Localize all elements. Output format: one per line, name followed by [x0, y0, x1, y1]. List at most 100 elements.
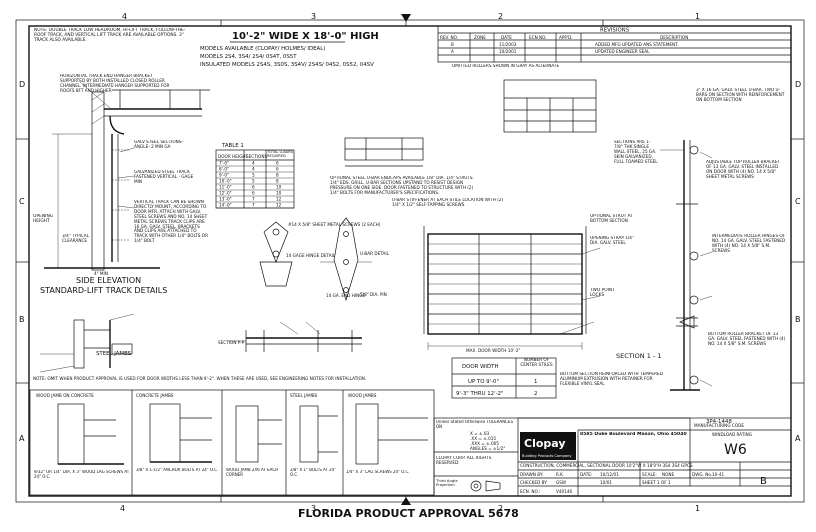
- table1-cell: 10'-0": [219, 179, 232, 184]
- center-stiles-table: DOOR WIDTH NUMBER OF CENTER STILES UP TO…: [451, 357, 557, 399]
- table1-cell: 10: [276, 191, 282, 196]
- table1-cell: 6: [276, 161, 279, 166]
- table1-cell: 6: [252, 185, 255, 190]
- u-bar-side-box: 3" X 16 GA. GALV. STEEL U-BAR. TWO U-BAR…: [696, 88, 785, 102]
- drawing-title: WINDLOAD RATING: [712, 432, 752, 437]
- revision-letter: B: [760, 476, 767, 487]
- tolerances-title-box: Unless Stated Otherwise TOLERANCES ON: [436, 420, 513, 429]
- zone-label-bottom-2: 2: [498, 504, 503, 513]
- scale-label: SCALE:: [642, 472, 657, 477]
- bottom-roller-note: BOTTOM ROLLER BRACKET OF 13 GA. GALV. ST…: [708, 332, 786, 346]
- u-bar-detail-label: U-BAR DETAIL: [360, 251, 390, 256]
- rev-row-1-date: 11/2003: [499, 42, 517, 47]
- galv-track-note: GALVANIZED STEEL TRACK FASTENED VERTICAL…: [134, 170, 194, 184]
- inner-border: [28, 25, 792, 497]
- rev-row-2-date: 10/2001: [499, 49, 517, 54]
- third-angle-box: Third Angle Projection: [436, 479, 458, 487]
- intermediate-hinge-box: INTERMEDIATE ROLLER HINGES OF NO. 14 GA.…: [712, 234, 785, 253]
- rev-header-zone: ZONE: [474, 35, 486, 40]
- zone-label-right-B: B: [795, 315, 801, 324]
- galv-note: GALV STEEL SECTIONS-ANGLE- 2 MIN GA: [134, 140, 183, 149]
- u-bar-note-box: OPTIONAL STEEL U-BAR ENDCAPS AVAILABLE 1…: [330, 176, 474, 195]
- typical-clearance-label: 3/4" TYPICAL CLEARANCE: [62, 234, 89, 243]
- table1-header-sections: SECTIONS: [246, 154, 267, 159]
- bottom-seal-box: BOTTOM SECTION REINFORCED WITH TEMPERED …: [560, 372, 663, 386]
- jamb-panel-5-note-box: 1/4" X 3" LAG SCREWS 24" O.C.: [346, 470, 410, 474]
- steel-jamb-detail: [39, 313, 135, 373]
- left-zone-markers: D C B A: [16, 80, 29, 443]
- company-logo: Clopay: [524, 437, 566, 450]
- end-hinge-label: 14 GA. END HINGE: [326, 293, 365, 298]
- jamb-panel-2-title: CONCRETE JAMBS: [136, 393, 174, 398]
- stiles-header-number: NUMBER OF CENTER STILES: [520, 358, 553, 367]
- checked-by-label: CHECKED BY:: [520, 480, 548, 485]
- zone-label-left-D: D: [19, 80, 25, 89]
- opening-strap-note: OPENING STRAP 1/4" DIA. GALV. STEEL: [590, 236, 634, 245]
- steel-jambs-label: STEEL JAMBS: [96, 351, 132, 357]
- rev-row-1-desc: ADDED MFG UPDATED ANS STATEMENT.: [595, 42, 679, 47]
- ecn-number: V40146: [556, 489, 573, 494]
- table1-cell: 9'-0": [219, 173, 229, 178]
- tolerance-4: ANGLES = ±1/2°: [470, 446, 505, 451]
- hinge-details: [259, 217, 372, 302]
- pin-label: 5/8" DIA. PIN: [360, 292, 387, 297]
- table1-header-height: DOOR HEIGHT: [218, 154, 248, 159]
- table1-cell: 7'-0": [219, 161, 229, 166]
- rev-header-description: DESCRIPTION: [660, 35, 688, 40]
- zone-label-top-4: 4: [122, 12, 127, 21]
- center-note-grid: [503, 79, 597, 133]
- top-note: NOTE: DOUBLE TRACK LOW HEADROOM, HI-LIFT…: [34, 28, 186, 43]
- table1-cell: 8: [276, 179, 279, 184]
- copyright-note: CLOPAY CORP. ALL RIGHTS RESERVED.: [436, 456, 492, 465]
- center-mark-top: [401, 14, 411, 22]
- u-bar-side-note: 3" X 16 GA. GALV. STEEL U-BAR. TWO U-BAR…: [696, 88, 785, 102]
- two-point-locks-box: TWO POINT LOCKS: [590, 288, 615, 298]
- zone-label-bottom-3: 3: [311, 504, 316, 513]
- table1-cell: 11'-0": [219, 185, 232, 190]
- table1-cell: 14'-0": [219, 203, 232, 208]
- address-box: 8585 Duke Boulevard Mason, Ohio 45040: [580, 432, 687, 437]
- jamb-panel-3-note-box: WOOD JAMB 2X6 AT EACH CORNER: [226, 468, 278, 477]
- table1-cell: 7: [252, 197, 255, 202]
- bottom-note-box: NOTE: OMIT WHEN PRODUCT APPROVAL IS USED…: [33, 376, 366, 381]
- sections-note-box: SECTIONS ARE 1-7/8" THK SINGLE WALL STEE…: [614, 140, 658, 164]
- scale-value: NONE: [662, 472, 675, 477]
- table1-cell: 12: [276, 203, 282, 208]
- table1-cell: 7: [252, 203, 255, 208]
- rev-header-ecn: ECN NO.: [529, 35, 547, 40]
- table1-cell: 10: [276, 185, 282, 190]
- adjustable-bracket-note: ADJUSTABLE TOP ROLLER BRACKET OF 13 GA. …: [706, 160, 781, 179]
- section-1-1-detail: [660, 140, 713, 391]
- zone-label-right-C: C: [795, 197, 801, 206]
- copyright-box: CLOPAY CORP. ALL RIGHTS RESERVED.: [436, 456, 492, 465]
- zone-label-left-C: C: [19, 197, 25, 206]
- rev-row-2-desc: UPDATED ENGINEER SEAL: [595, 49, 650, 54]
- notes-block-box: OMITTED ROLLERS SHOWN IN GRAY AS ALTERNA…: [452, 64, 559, 68]
- dim-4-label: 4" MIN.: [94, 271, 109, 276]
- horizontal-note: HORIZONTAL TRACK END HANGER BRACKET SUPP…: [60, 74, 170, 93]
- models-line-1: MODELS 2S4, 3S4/ 2S4/ 0S4T, 0S5T: [200, 54, 297, 60]
- table-1: TABLE 1 DOOR HEIGHT SECTIONS TOTAL U-BAR…: [215, 143, 295, 209]
- jamb-panel-1-note-box: 9/32" OR 1/4" DIA. X 3" WOOD LAG SCREWS …: [34, 470, 129, 479]
- table1-cell: 5: [252, 173, 255, 178]
- section-pp-label: SECTION P-P: [218, 340, 245, 345]
- galv-note-box: GALV STEEL SECTIONS-ANGLE- 2 MIN GA: [134, 140, 183, 149]
- tolerances-title: Unless Stated Otherwise TOLERANCES ON: [436, 420, 513, 429]
- u-bar-note: OPTIONAL STEEL U-BAR ENDCAPS AVAILABLE 1…: [330, 176, 474, 195]
- rev-row-2-rev: A: [451, 49, 454, 54]
- table1-cell: 13'-0": [219, 197, 232, 202]
- drawn-by: R.K.: [556, 472, 564, 477]
- checked-by: GSW: [556, 480, 566, 485]
- opening-strap-box: OPENING STRAP 1/4" DIA. GALV. STEEL: [590, 236, 634, 245]
- u-bar-stiffener-box: U-BAR STIFFENER AT EACH STILE LOCATION W…: [392, 198, 503, 207]
- optional-strut-box: OPTIONAL STRUT AT BOTTOM SECTION: [590, 214, 633, 223]
- mfg-code-label: MANUFACTURING CODE: [694, 423, 744, 428]
- zone-label-top-2: 2: [498, 12, 503, 21]
- opening-height-label: OPENING HEIGHT: [33, 214, 54, 224]
- jamb-panel-4-note-box: 3/8" X 1" BOLTS AT 24" O.C.: [290, 468, 336, 477]
- thin-hinge-label: 14 GAGE HINGE DETAIL: [286, 253, 336, 258]
- door-width-label: MAX. DOOR WIDTH 10'-2": [466, 348, 520, 353]
- table1-cell: 5: [252, 179, 255, 184]
